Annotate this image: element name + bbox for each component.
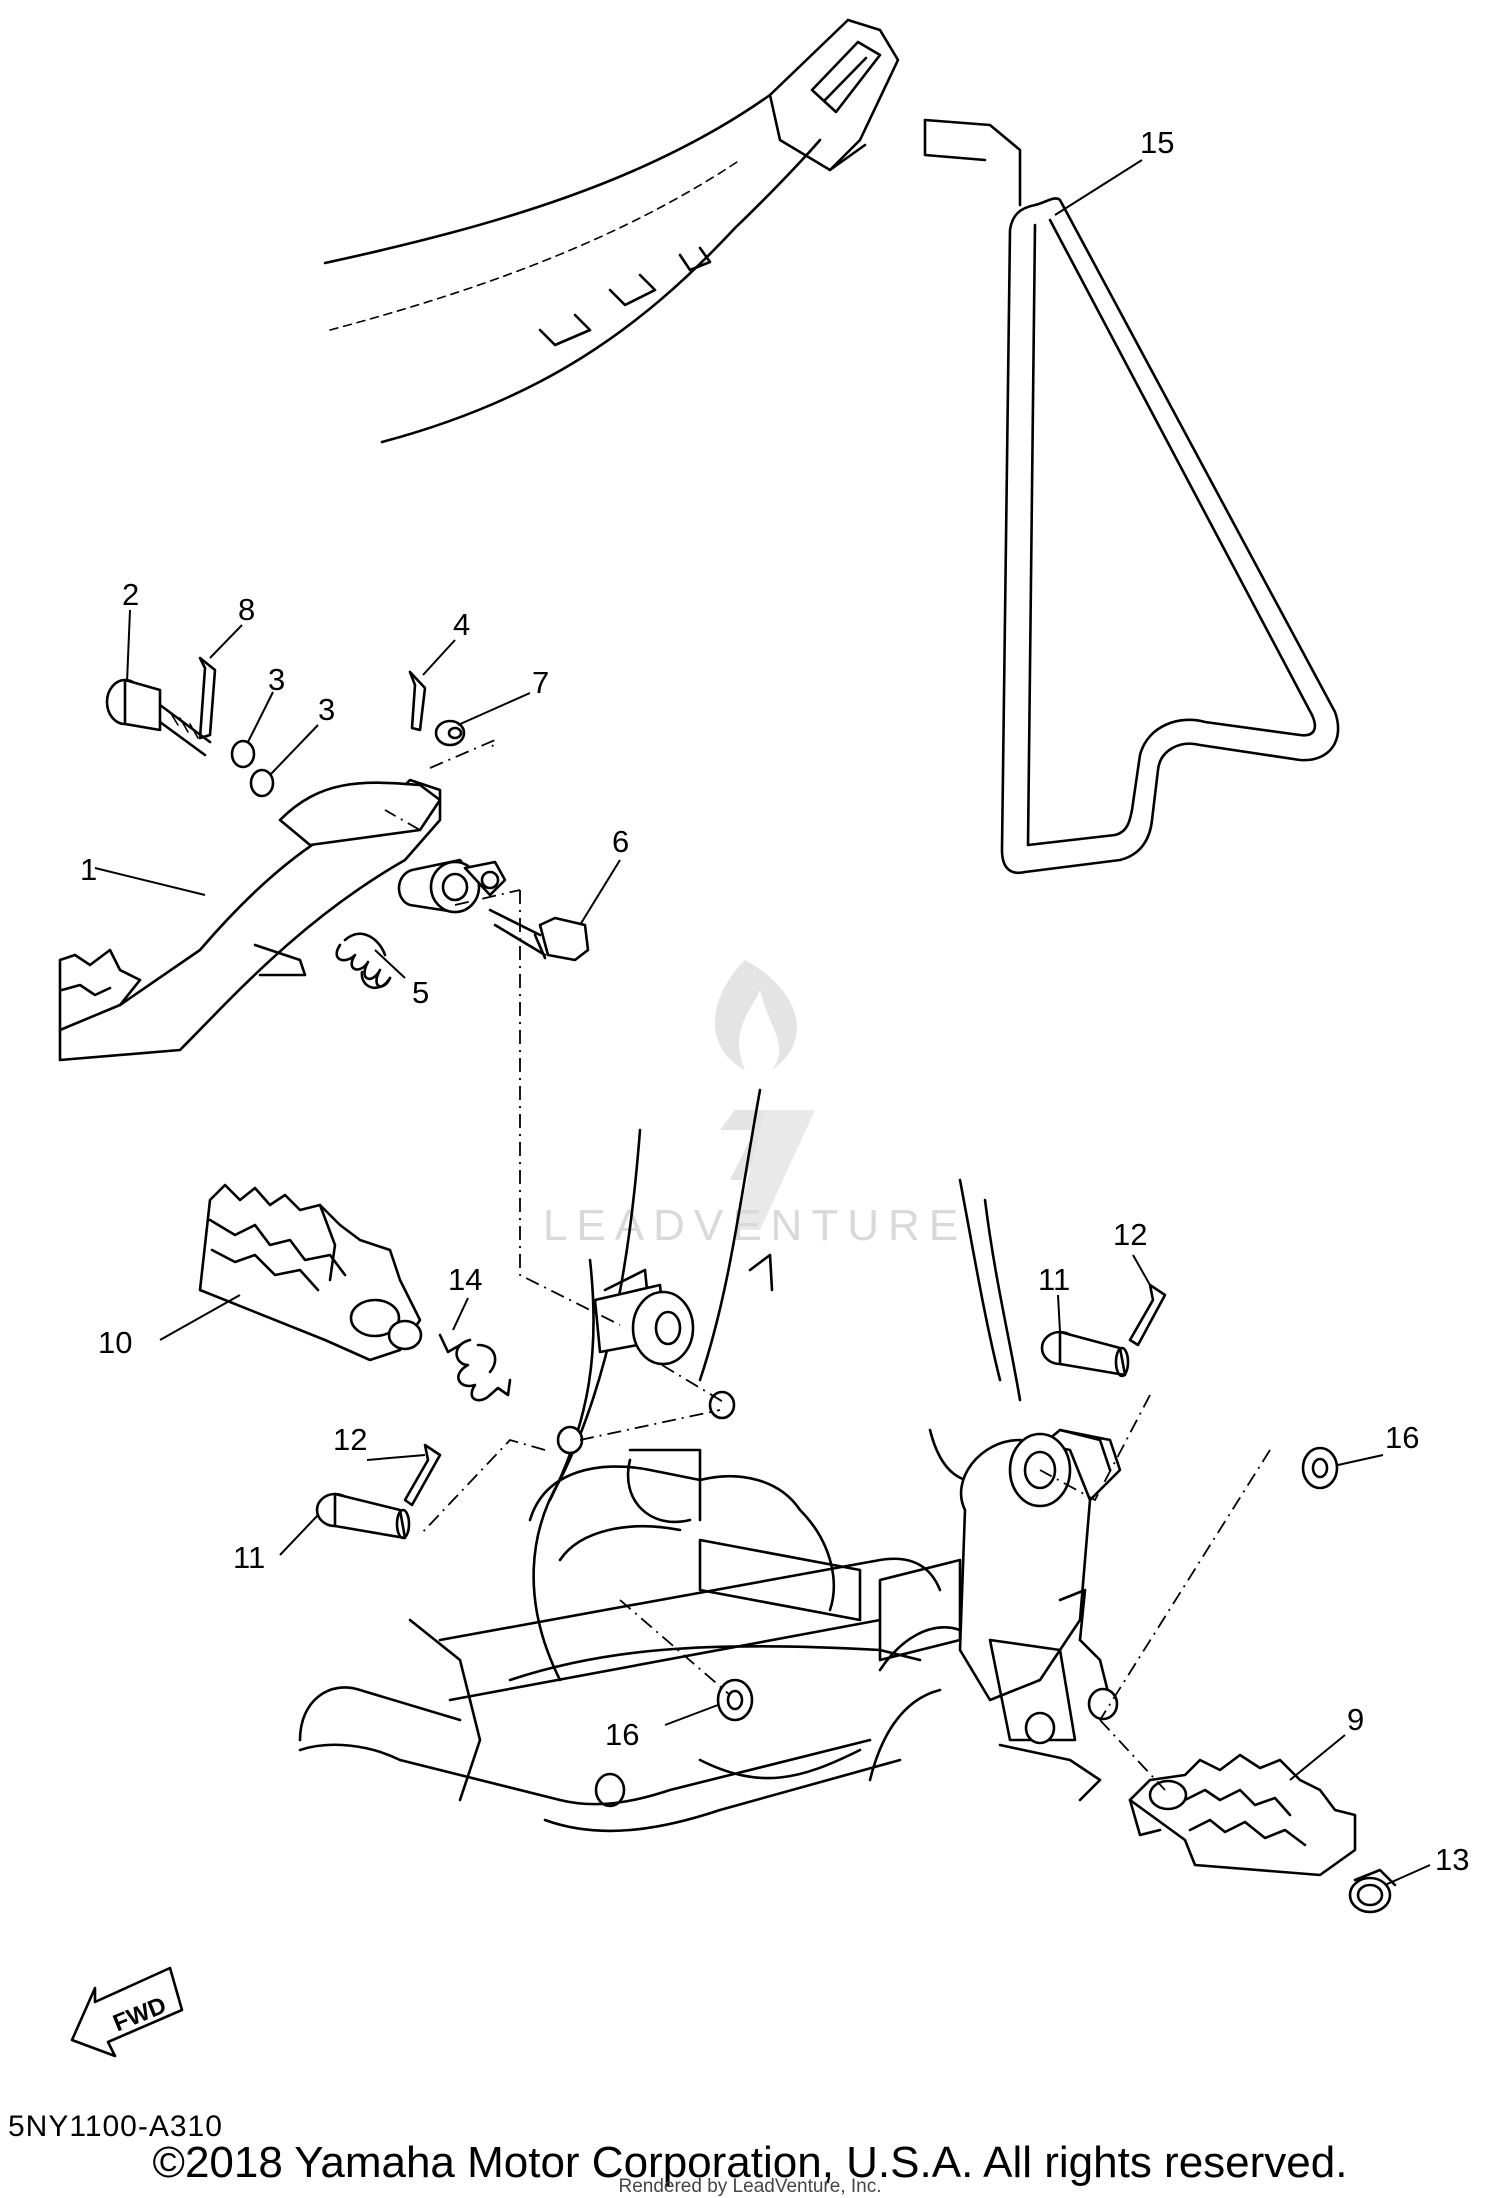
part-14-spring xyxy=(438,1333,512,1402)
callout-3a: 3 xyxy=(268,662,285,697)
copyright-notice: ©2018 Yamaha Motor Corporation, U.S.A. A… xyxy=(152,2138,1348,2187)
watermark-text: LEADVENTURE xyxy=(543,1201,967,1250)
callout-13: 13 xyxy=(1435,1842,1469,1877)
frame-rail xyxy=(323,18,900,444)
callout-1: 1 xyxy=(80,852,97,887)
callout-5: 5 xyxy=(412,975,429,1010)
callout-8: 8 xyxy=(238,592,255,627)
part-7-washer xyxy=(434,719,466,747)
lower-frame xyxy=(298,1088,1122,1833)
leader-lines xyxy=(94,159,1431,1886)
assembly-lines xyxy=(384,738,1271,1791)
part-3-washers xyxy=(230,739,275,798)
callout-6: 6 xyxy=(612,824,629,859)
part-2-pivot-bolt xyxy=(105,678,212,757)
part-11-right-pin xyxy=(1040,1330,1130,1378)
part-12-right-cotter-pin xyxy=(1128,1283,1167,1347)
callout-11-left: 11 xyxy=(233,1540,265,1575)
part-8-cotter-pin xyxy=(198,656,217,740)
part-15-sidestand xyxy=(923,118,1340,875)
callout-12-right: 12 xyxy=(1113,1217,1147,1252)
part-1-brake-pedal xyxy=(58,778,507,1062)
callout-2: 2 xyxy=(122,577,139,612)
callout-10: 10 xyxy=(98,1325,132,1360)
part-9-right-footrest xyxy=(1128,1753,1357,1877)
callout-3b: 3 xyxy=(318,692,335,727)
callout-labels: 1 2 3 3 4 5 6 7 8 9 10 11 11 12 12 13 14… xyxy=(80,125,1469,1877)
part-12-left-cotter-pin xyxy=(403,1443,442,1507)
diagram-code: 5NY1100-A310 xyxy=(8,2110,223,2143)
part-13-spring xyxy=(1348,1868,1397,1914)
rendered-by-notice: Rendered by LeadVenture, Inc. xyxy=(618,2176,882,2197)
fwd-arrow-icon: FWD xyxy=(70,1966,184,2058)
callout-7: 7 xyxy=(532,665,549,700)
callout-11-right: 11 xyxy=(1038,1262,1070,1297)
callout-12-left: 12 xyxy=(333,1422,367,1457)
callout-14: 14 xyxy=(448,1262,482,1297)
part-10-left-footrest xyxy=(198,1183,423,1362)
callout-16-right: 16 xyxy=(1385,1420,1419,1455)
callout-15: 15 xyxy=(1140,125,1174,160)
leadventure-watermark: LEADVENTURE xyxy=(543,960,967,1250)
part-5-spring xyxy=(335,932,392,990)
callout-9: 9 xyxy=(1347,1702,1364,1737)
part-16-washers xyxy=(716,1446,1339,1722)
part-11-left-pin xyxy=(315,1492,411,1540)
part-6-clevis-pin xyxy=(488,908,590,962)
part-4-cotter-pin xyxy=(408,670,427,732)
callout-4: 4 xyxy=(453,607,470,642)
callout-16-lower: 16 xyxy=(605,1717,639,1752)
